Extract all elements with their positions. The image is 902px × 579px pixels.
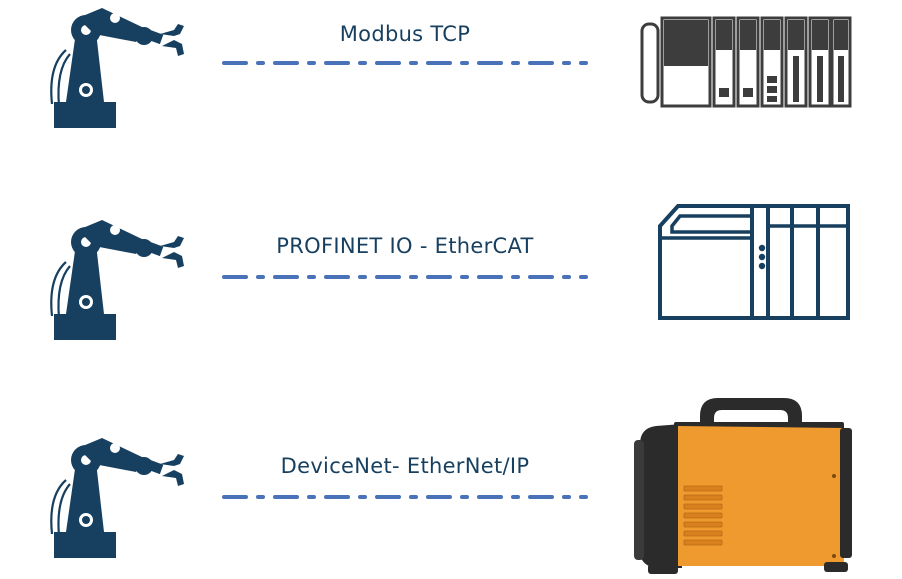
dashed-link-line-1 — [222, 61, 588, 65]
protocol-label-1: Modbus TCP — [339, 22, 471, 46]
dashed-link-line-2 — [222, 275, 588, 279]
controller-panel-icon — [658, 204, 850, 320]
robot-arm-icon — [44, 216, 196, 340]
welding-machine-icon — [634, 398, 852, 574]
robot-arm-icon — [44, 4, 196, 128]
protocol-label-2: PROFINET IO - EtherCAT — [276, 234, 534, 258]
plc-rack-icon — [640, 16, 852, 108]
dashed-link-line-3 — [222, 495, 588, 499]
robot-arm-icon — [44, 434, 196, 558]
protocol-label-3: DeviceNet- EtherNet/IP — [280, 454, 530, 478]
